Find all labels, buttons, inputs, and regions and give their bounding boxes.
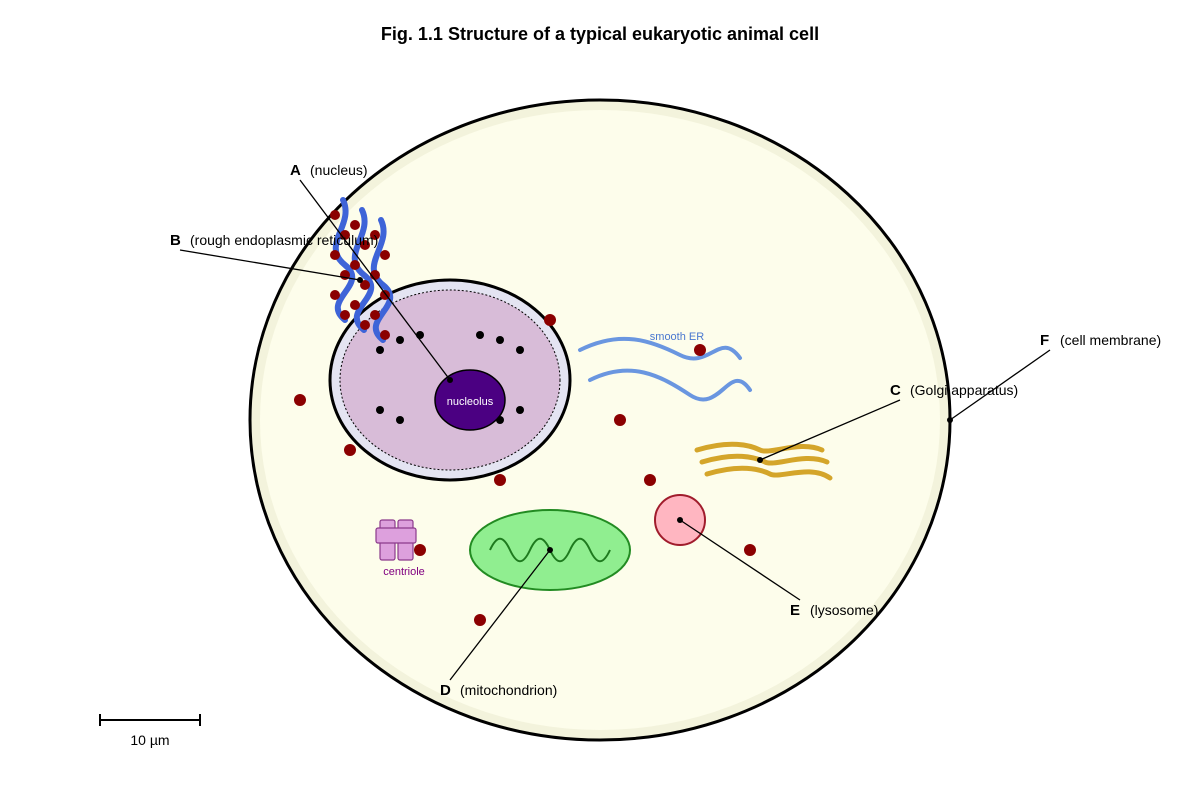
label-c: C (Golgi apparatus) <box>890 382 1018 399</box>
centriole-label: centriole <box>383 566 425 578</box>
chromatin-dots <box>376 331 524 424</box>
leader-lines <box>179 179 1051 681</box>
smooth-er-label: smooth ER <box>650 331 704 343</box>
golgi-apparatus <box>694 441 833 481</box>
leader-line-f <box>949 349 1051 421</box>
leader-line-a <box>299 179 451 381</box>
label-e-letter: E <box>790 602 800 619</box>
nucleolus <box>434 369 506 431</box>
leader-line-d <box>449 549 551 681</box>
leader-line-b <box>179 249 361 281</box>
cell <box>248 98 952 742</box>
centriole: centriole <box>375 519 425 578</box>
label-a-text: (nucleus) <box>310 162 368 178</box>
cytoplasm <box>260 110 940 730</box>
leader-line-e <box>679 519 801 601</box>
leader-endpoints <box>357 277 953 553</box>
label-d-letter: D <box>440 682 451 699</box>
label-f-letter: F <box>1040 332 1049 349</box>
label-d: D (mitochondrion) <box>440 682 557 699</box>
label-b: B (rough endoplasmic reticulum) <box>170 232 378 249</box>
rough-er <box>330 197 394 343</box>
scale-bar-label: 10 µm <box>130 732 169 748</box>
smooth-er: smooth ER <box>578 331 752 402</box>
figure-title: Fig. 1.1 Structure of a typical eukaryot… <box>381 24 819 44</box>
label-e-text: (lysosome) <box>810 602 878 618</box>
label-a-letter: A <box>290 162 301 179</box>
label-d-text: (mitochondrion) <box>460 682 557 698</box>
label-f: F (cell membrane) <box>1040 332 1161 349</box>
free-ribosomes <box>294 314 756 626</box>
label-c-letter: C <box>890 382 901 399</box>
nucleolus-label: nucleolus <box>447 396 494 408</box>
leader-line-c <box>759 399 901 461</box>
label-b-letter: B <box>170 232 181 249</box>
label-e: E (lysosome) <box>790 602 878 619</box>
label-a: A (nucleus) <box>290 162 368 179</box>
scale-bar <box>99 714 201 726</box>
label-c-text: (Golgi apparatus) <box>910 382 1018 398</box>
label-f-text: (cell membrane) <box>1060 332 1161 348</box>
label-b-text: (rough endoplasmic reticulum) <box>190 232 378 248</box>
